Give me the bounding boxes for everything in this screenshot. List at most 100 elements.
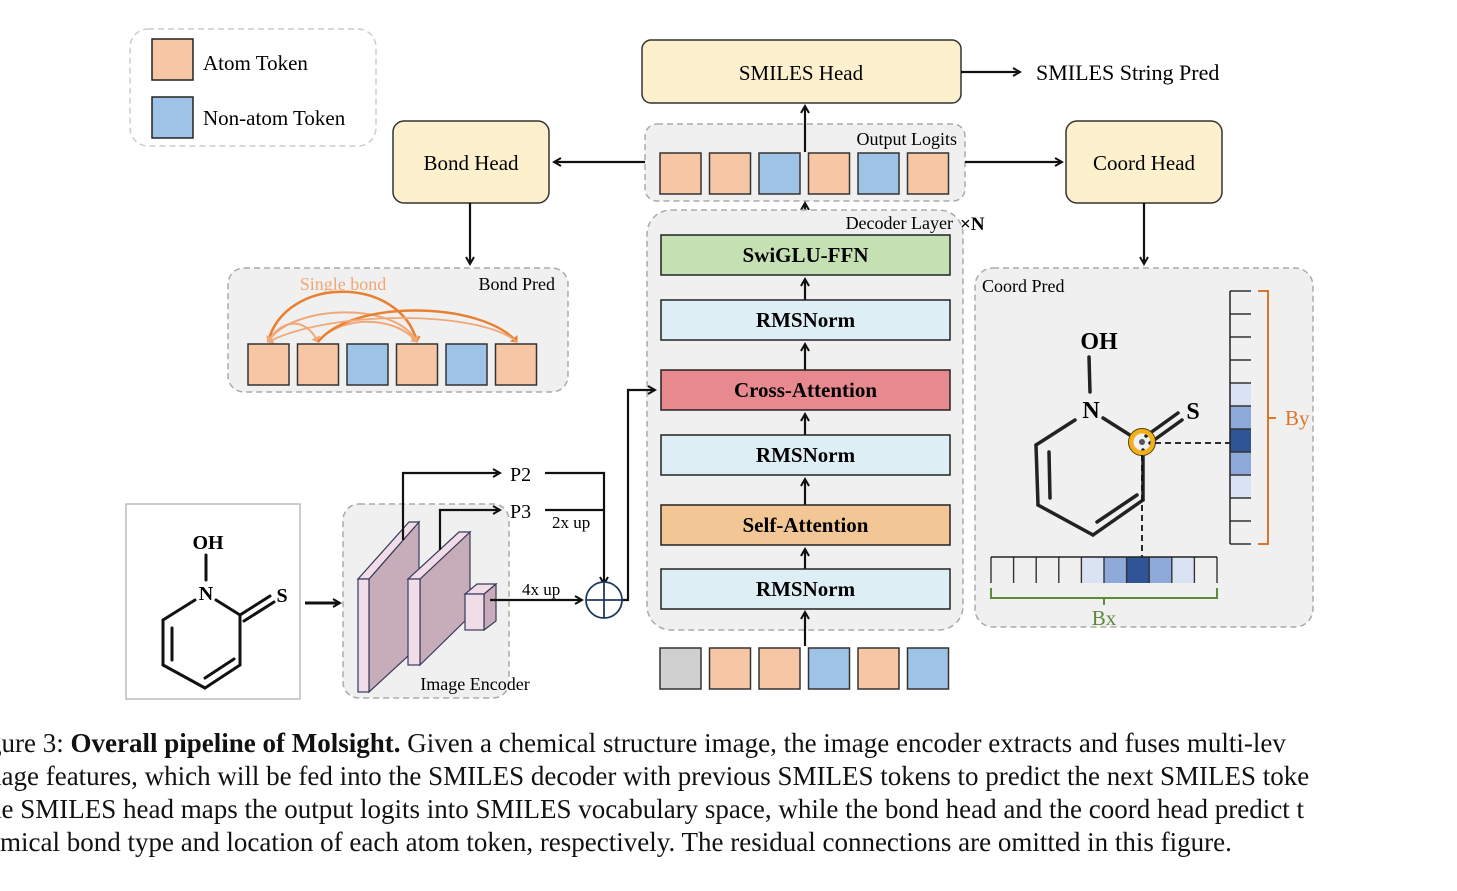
decoder-block-cross-attention: [660, 369, 951, 411]
decoder-repeat-label: ×N: [960, 214, 985, 235]
bx-bins: [990, 556, 1218, 583]
caption-prefix: gure 3:: [0, 728, 64, 758]
up2-label: 2x up: [552, 513, 590, 532]
decoder-block-rmsnorm: [660, 299, 951, 341]
atom-token: [807, 152, 851, 195]
non-atom-token: [807, 647, 851, 690]
legend-atom-swatch: [151, 38, 194, 81]
decoder-block-label: SwiGLU-FFN: [743, 243, 869, 267]
non-atom-token: [758, 152, 801, 195]
coord-head: Coord Head: [1065, 120, 1223, 204]
bond-pred-group: Bond Pred Single bond: [227, 267, 569, 393]
by-bin: [1230, 383, 1251, 406]
decoder-block-label: Self-Attention: [743, 513, 869, 537]
atom-token: [708, 152, 752, 195]
smiles-string-pred: SMILES String Pred: [1036, 60, 1219, 85]
decoder-block-self-attention: [660, 504, 951, 546]
coord-pred-group: Coord Pred OH N S By Bx: [974, 267, 1314, 630]
by-label: By: [1285, 406, 1310, 430]
legend: Atom Token Non-atom Token: [129, 28, 377, 147]
atom-token: [395, 343, 439, 386]
atom-token: [906, 152, 950, 195]
atom-token: [708, 647, 752, 690]
decoder-block-rmsnorm: [660, 568, 951, 610]
bx-bin: [1126, 557, 1150, 583]
p2-label: P2: [510, 464, 531, 486]
coord-n-label: N: [1082, 398, 1100, 424]
legend-non-atom-swatch: [151, 96, 194, 139]
p3-label: P3: [510, 501, 531, 523]
bond-arc: [267, 317, 518, 345]
decoder-block-label: RMSNorm: [756, 577, 856, 601]
decoder-layer-group: Decoder Layer ×N SwiGLU-FFNRMSNormCross-…: [646, 209, 985, 631]
pipeline-diagram: Atom Token Non-atom Token SMILES Head SM…: [125, 28, 1314, 700]
legend-non-atom-label: Non-atom Token: [203, 106, 346, 130]
image-encoder-label: Image Encoder: [420, 674, 529, 694]
caption-line-4: emical bond type and location of each at…: [0, 827, 1232, 857]
caption-line-1: gure 3: Overall pipeline of Molsight. Gi…: [0, 727, 1457, 760]
encoder-feature-block-3: [463, 582, 498, 632]
molecule-n-label: N: [199, 583, 214, 605]
by-bin: [1230, 429, 1251, 452]
bond-arc: [266, 290, 421, 343]
decoder-layers: SwiGLU-FFNRMSNormCross-AttentionRMSNormS…: [660, 234, 951, 610]
by-bracket: [1258, 290, 1276, 545]
bx-bin: [1149, 557, 1172, 583]
figure-caption: gure 3: Overall pipeline of Molsight. Gi…: [0, 727, 1457, 859]
bond-arc: [266, 311, 418, 343]
bond-pred-tokens: [247, 343, 538, 386]
decoder-block-label: RMSNorm: [756, 443, 856, 467]
coord-s-label: S: [1186, 399, 1199, 425]
decoder-block-label: Cross-Attention: [734, 378, 877, 402]
output-logits-label: Output Logits: [856, 129, 957, 149]
non-atom-token: [346, 343, 389, 386]
bond-arc: [317, 309, 518, 343]
coord-pred-label: Coord Pred: [982, 276, 1065, 296]
feature-sum-icon: [585, 581, 623, 619]
bx-bin: [1104, 557, 1127, 583]
single-bond-label: Single bond: [300, 274, 387, 294]
non-atom-token: [445, 343, 488, 386]
bx-label: Bx: [1092, 606, 1117, 630]
by-bin: [1230, 406, 1251, 429]
by-bins: [1229, 290, 1251, 545]
molecule-s-label: S: [276, 585, 287, 607]
atom-token: [857, 647, 900, 690]
output-logit-tokens: [659, 152, 950, 195]
molecule-oh-label: OH: [192, 532, 224, 554]
legend-atom-label: Atom Token: [203, 51, 308, 75]
highlighted-atom-marker: [1128, 428, 1156, 456]
smiles-head-label: SMILES Head: [739, 61, 864, 85]
coord-oh-label: OH: [1080, 329, 1118, 355]
bx-bracket: [990, 588, 1218, 605]
input-molecule-image: OH N S: [125, 503, 301, 700]
non-atom-token: [857, 152, 900, 195]
non-atom-token: [906, 647, 950, 690]
caption-line-2: nage features, which will be fed into th…: [0, 761, 1310, 791]
fpn-connections: [401, 390, 655, 600]
caption-line-1-rest: Given a chemical structure image, the im…: [400, 728, 1286, 758]
output-logits-group: Output Logits: [644, 123, 966, 202]
bx-bin: [1081, 557, 1104, 583]
atom-token: [494, 343, 538, 386]
by-bin: [1230, 475, 1251, 498]
caption-title: Overall pipeline of Molsight.: [70, 728, 401, 758]
bond-arcs: [266, 290, 518, 345]
start-token: [659, 647, 702, 690]
atom-token: [296, 343, 340, 386]
image-encoder: Image Encoder: [342, 503, 530, 699]
bond-head: Bond Head: [392, 120, 550, 204]
decoder-block-label: RMSNorm: [756, 308, 856, 332]
by-bin: [1230, 452, 1251, 475]
atom-token: [659, 152, 702, 195]
atom-token: [758, 647, 801, 690]
caption-line-3: he SMILES head maps the output logits in…: [0, 794, 1304, 824]
atom-token: [247, 343, 290, 386]
smiles-head: SMILES Head: [641, 39, 962, 104]
decoder-layer-label: Decoder Layer: [846, 213, 953, 233]
up4-label: 4x up: [522, 580, 560, 599]
bx-bin: [1171, 557, 1195, 583]
decoder-block-rmsnorm: [660, 434, 951, 476]
coord-head-label: Coord Head: [1093, 151, 1196, 175]
bond-head-label: Bond Head: [423, 151, 519, 175]
